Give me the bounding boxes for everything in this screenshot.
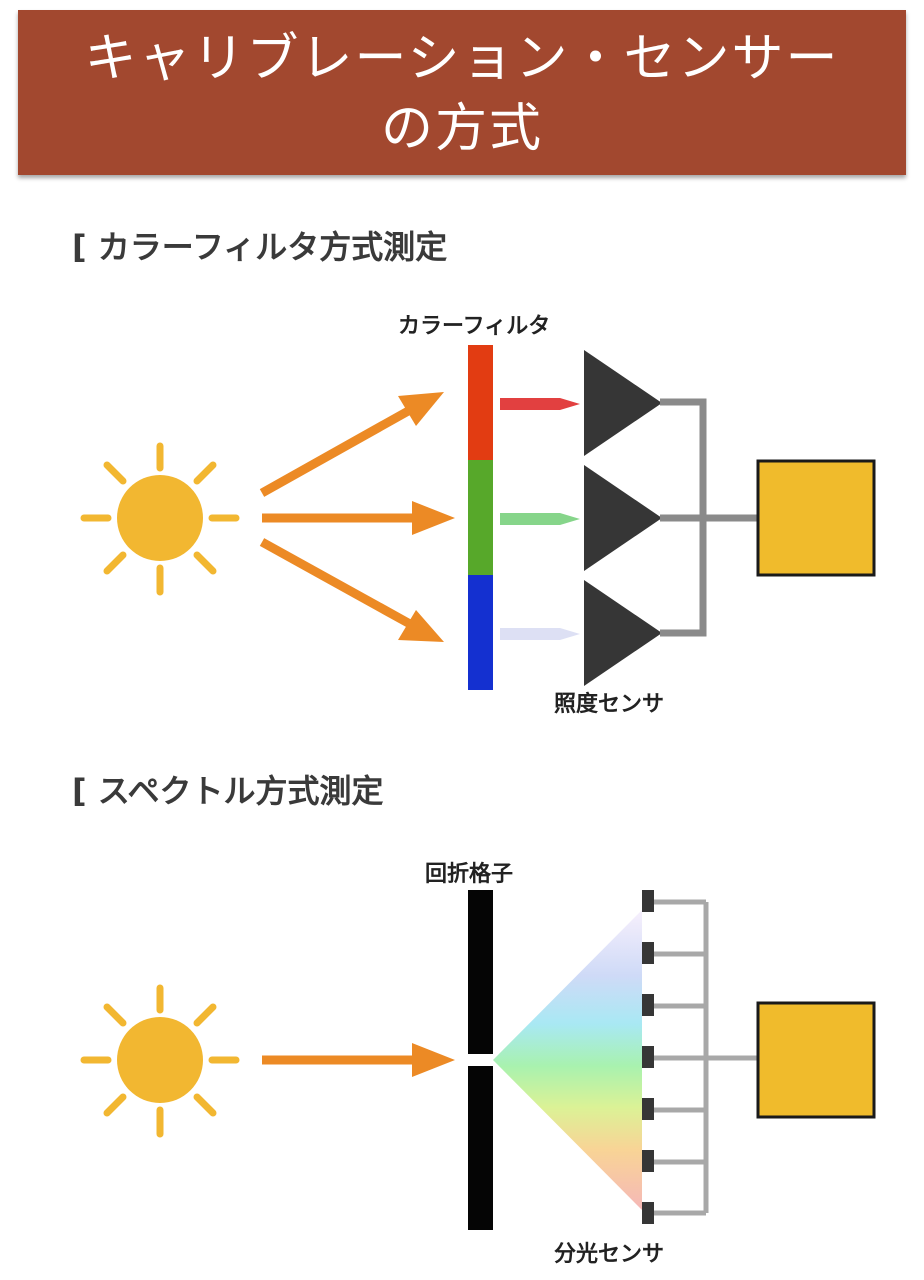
sensor-wiring bbox=[654, 899, 758, 1216]
sun-icon bbox=[80, 442, 240, 596]
spectral-heading: [ スペクトル方式測定 bbox=[72, 772, 384, 810]
title-line-2: の方式 bbox=[380, 99, 543, 159]
illuminance-sensors bbox=[584, 350, 662, 686]
illuminance-sensor-label: 照度センサ bbox=[554, 692, 665, 717]
title-banner: キャリブレーション・センサー の方式 bbox=[18, 10, 906, 175]
color-filter-label: カラーフィルタ bbox=[398, 314, 551, 339]
spectrum-fan bbox=[493, 910, 642, 1210]
sensor-wiring bbox=[660, 398, 758, 637]
sun-icon bbox=[80, 984, 240, 1138]
title-line-1: キャリブレーション・センサー bbox=[84, 29, 840, 89]
diffraction-grating bbox=[468, 890, 493, 1230]
light-arrow bbox=[262, 1043, 455, 1077]
color-filter-heading: [ カラーフィルタ方式測定 bbox=[72, 228, 448, 266]
diffraction-grating-label: 回折格子 bbox=[425, 862, 514, 887]
spectral-sensor-array bbox=[642, 890, 654, 1224]
filtered-beams bbox=[500, 398, 580, 640]
page-title: キャリブレーション・センサー の方式 bbox=[18, 24, 906, 164]
color-filter-bar bbox=[468, 345, 493, 690]
light-arrows bbox=[259, 392, 455, 642]
color-filter-diagram bbox=[80, 345, 876, 690]
output-unit bbox=[756, 459, 876, 577]
output-unit bbox=[756, 1001, 876, 1119]
spectral-sensor-label: 分光センサ bbox=[554, 1242, 665, 1267]
